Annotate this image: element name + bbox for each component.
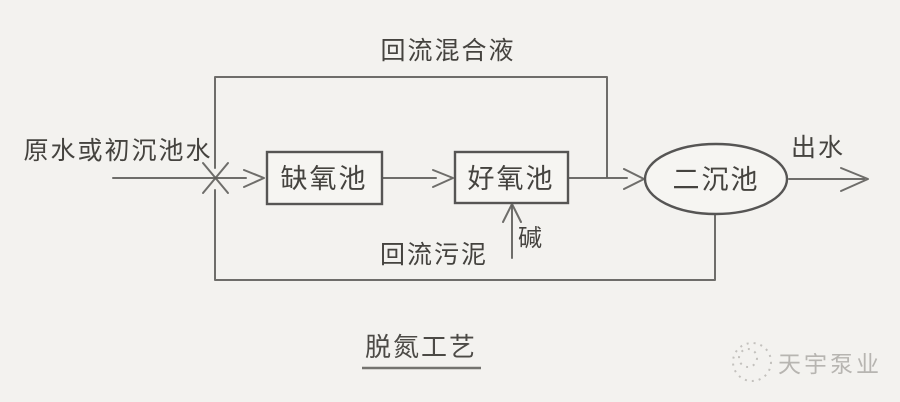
diagram-title: 脱氮工艺	[365, 333, 477, 363]
recycle-mixed-liquor-label: 回流混合液	[380, 36, 515, 65]
secondary-clarifier-ellipse	[643, 142, 789, 216]
recycle-mixed-liquor-line	[214, 76, 608, 178]
watermark-dotted-circle-logo-icon	[738, 348, 758, 368]
watermark-dotted-circle-logo-icon	[732, 342, 772, 382]
arrowhead-into-anoxic-tank-icon	[243, 169, 265, 188]
return-sludge-line	[214, 189, 716, 281]
anoxic-tank-box	[265, 150, 384, 206]
arrowhead-into-aerobic-tank-icon	[432, 169, 454, 188]
return-sludge-label: 回流污泥	[380, 240, 488, 269]
arrowhead-effluent-icon	[840, 167, 869, 192]
watermark-text: 天宇泵业	[778, 352, 882, 378]
effluent-label: 出水	[791, 133, 845, 162]
aerobic-tank-box	[453, 150, 570, 205]
secondary-clarifier-label: 二沉池	[673, 165, 760, 196]
alkali-label: 碱	[518, 224, 544, 252]
aerobic-tank-label: 好氧池	[468, 164, 555, 195]
influent-label: 原水或初沉池水	[23, 136, 212, 165]
mixing-junction-x-mark	[202, 162, 229, 194]
anoxic-tank-label: 缺氧池	[281, 164, 368, 195]
